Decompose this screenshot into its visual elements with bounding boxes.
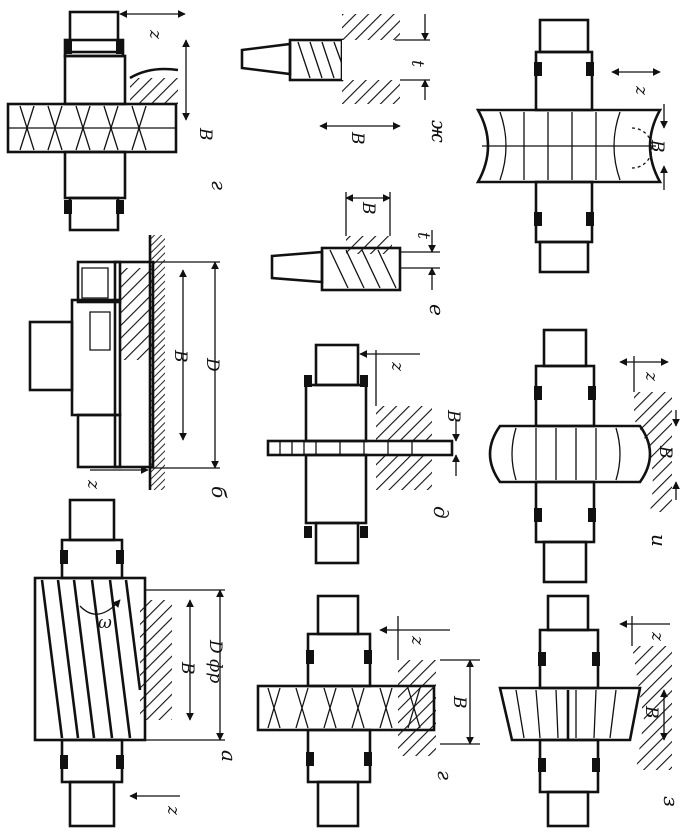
panel-z: z B з (498, 594, 683, 828)
z-caption: з (659, 796, 683, 807)
zh-caption: ж (427, 120, 451, 143)
i-caption: и (647, 534, 671, 547)
g-dim-b: B (449, 695, 469, 709)
panel-a: ω B D фр z а (33, 498, 241, 828)
a-caption: а (217, 750, 241, 762)
panel-zh: t B ж (240, 14, 451, 145)
panel-d: z B д (266, 343, 463, 565)
d-caption: д (429, 506, 453, 519)
d-dim-b: B (443, 409, 463, 423)
v-cutter-teeth (8, 105, 176, 151)
panel-g: z B г (256, 594, 480, 828)
v-dim-b: B (195, 127, 215, 141)
g-caption: г (433, 770, 457, 780)
v-dim-z: z (145, 29, 165, 40)
d-dim-z: z (387, 361, 407, 372)
a-helical-flutes (40, 579, 142, 739)
a-dim-b: B (177, 661, 197, 675)
e-dim-b: B (358, 201, 378, 215)
panel-i: z B и (488, 328, 680, 584)
z-dim-z: z (647, 631, 667, 642)
zh-dim-t: t (407, 60, 427, 67)
k-dim-z: z (631, 85, 651, 96)
k-dim-b: B (647, 139, 667, 153)
b-dim-b: B (170, 349, 190, 363)
e-caption: е (425, 304, 449, 316)
panel-e: B t е (270, 192, 449, 316)
b-dim-d: D (202, 357, 222, 372)
panel-b: B D z б (28, 235, 231, 499)
panel-k: z B (475, 18, 668, 274)
a-dim-dfr: D фр (205, 639, 225, 683)
e-dim-t: t (413, 232, 433, 239)
v-caption: г (207, 180, 231, 190)
g-dim-z: z (407, 635, 427, 646)
i-dim-z: z (641, 371, 661, 382)
z-dim-b: B (641, 705, 661, 719)
panel-v: z B г (6, 10, 231, 232)
b-caption: б (207, 486, 231, 499)
a-angle-omega: ω (98, 613, 112, 633)
a-dim-z: z (163, 805, 183, 816)
i-dim-b: B (655, 445, 675, 459)
zh-dim-b: B (347, 131, 367, 145)
b-dim-z: z (83, 479, 103, 490)
